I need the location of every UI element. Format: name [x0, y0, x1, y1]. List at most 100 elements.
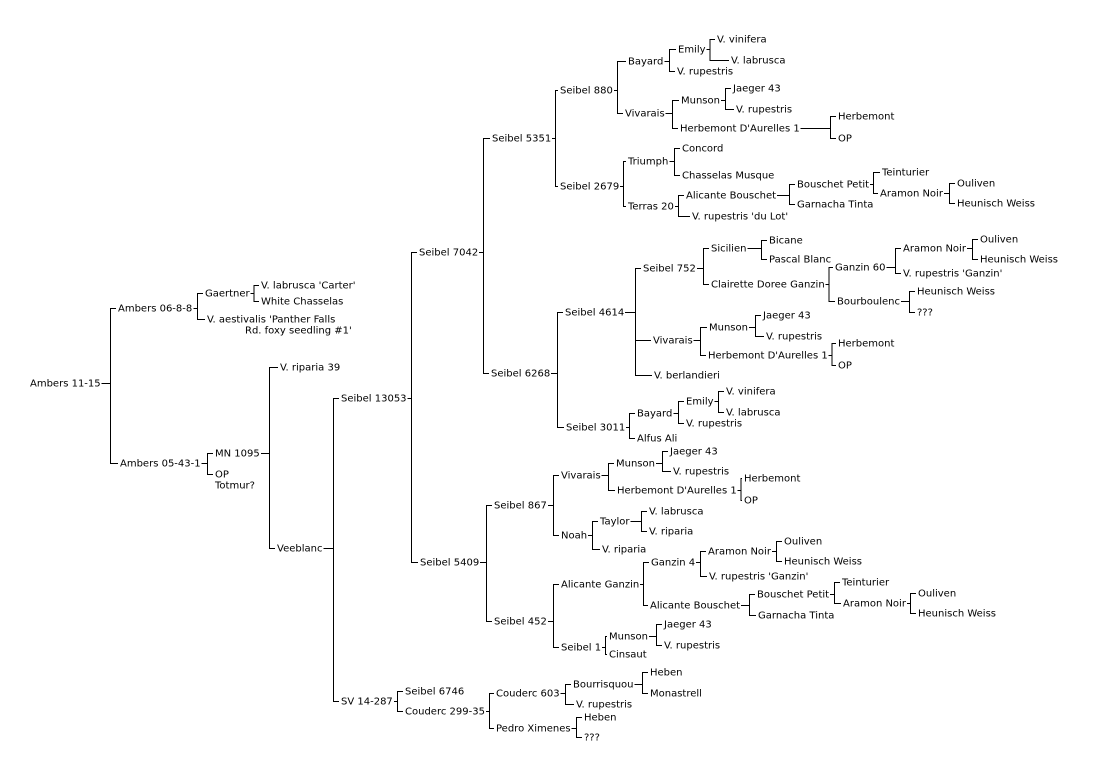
node-label-munson: Munson	[681, 96, 720, 107]
node-label-v-aestivalis-panther-falls: V. aestivalis 'Panther Falls	[207, 315, 335, 326]
node-label-v-riparia: V. riparia	[649, 527, 693, 538]
node-label-bicane: Bicane	[769, 236, 803, 247]
node-label-bayard: Bayard	[637, 409, 672, 420]
node-label-chasselas-musque: Chasselas Musque	[682, 171, 774, 182]
node-label-veeblanc: Veeblanc	[277, 544, 322, 555]
node-label-v-labrusca-carter: V. labrusca 'Carter'	[261, 281, 356, 292]
node-label-jaeger-43: Jaeger 43	[762, 311, 811, 322]
node-label-v-rupestris: V. rupestris	[736, 105, 792, 116]
node-label-herbemont-d-aurelles-1: Herbemont D'Aurelles 1	[617, 486, 737, 497]
node-label-garnacha-tinta: Garnacha Tinta	[797, 200, 873, 211]
node-label-noah: Noah	[561, 531, 587, 542]
node-label-jaeger-43: Jaeger 43	[663, 620, 712, 631]
node-label-sv-14-287: SV 14-287	[341, 697, 393, 708]
node-label-herbemont: Herbemont	[744, 474, 800, 485]
node-label-v-labrusca: V. labrusca	[726, 408, 780, 419]
node-label-white-chasselas: White Chasselas	[261, 297, 343, 308]
node-label-vivarais: Vivarais	[653, 336, 693, 347]
node-label-v-berlandieri: V. berlandieri	[654, 371, 720, 382]
node-label-unknown: ???	[584, 733, 600, 744]
node-label-triumph: Triumph	[627, 157, 668, 168]
node-label-seibel-6746: Seibel 6746	[405, 687, 464, 698]
node-label-heunisch-weiss: Heunisch Weiss	[917, 287, 995, 298]
node-label-v-rupestris: V. rupestris	[677, 67, 733, 78]
node-label-ouliven: Ouliven	[957, 179, 995, 190]
node-label-seibel-5409: Seibel 5409	[420, 558, 479, 569]
node-label-seibel-2679: Seibel 2679	[560, 182, 619, 193]
node-label-ganzin-60: Ganzin 60	[835, 263, 885, 274]
node-label-v-vinifera: V. vinifera	[717, 35, 767, 46]
node-label-v-rupestris-ganzin: V. rupestris 'Ganzin'	[709, 572, 808, 583]
node-label-teinturier: Teinturier	[881, 168, 930, 179]
node-label-munson: Munson	[609, 632, 648, 643]
node-label-couderc-299-35: Couderc 299-35	[405, 707, 485, 718]
node-label-totmur: Totmur?	[214, 481, 255, 492]
node-label-ganzin-4: Ganzin 4	[651, 558, 695, 569]
node-label-v-rupestris-ganzin: V. rupestris 'Ganzin'	[903, 269, 1002, 280]
node-label-pascal-blanc: Pascal Blanc	[769, 255, 831, 266]
node-label-concord: Concord	[682, 144, 723, 155]
node-label-couderc-603: Couderc 603	[496, 689, 560, 700]
node-label-v-riparia-39: V. riparia 39	[280, 363, 340, 374]
node-label-v-labrusca: V. labrusca	[731, 56, 785, 67]
node-label-monastrell: Monastrell	[650, 689, 702, 700]
node-label-herbemont: Herbemont	[838, 112, 894, 123]
node-label-v-rupestris: V. rupestris	[576, 700, 632, 711]
node-label-unknown: ???	[917, 308, 933, 319]
node-label-v-rupestris: V. rupestris	[766, 332, 822, 343]
node-label-bayard: Bayard	[628, 57, 663, 68]
node-label-seibel-6268: Seibel 6268	[491, 369, 550, 380]
node-label-v-rupestris-du-lot: V. rupestris 'du Lot'	[692, 212, 788, 223]
node-label-heunisch-weiss: Heunisch Weiss	[784, 557, 862, 568]
node-label-cinsaut: Cinsaut	[609, 650, 647, 661]
node-label-aramon-noir: Aramon Noir	[708, 547, 772, 558]
node-label-terras-20: Terras 20	[627, 202, 674, 213]
node-label-seibel-752: Seibel 752	[643, 264, 696, 275]
node-label-heben: Heben	[584, 713, 617, 724]
node-label-heunisch-weiss: Heunisch Weiss	[980, 255, 1058, 266]
node-label-seibel-7042: Seibel 7042	[419, 248, 478, 259]
node-label-v-labrusca: V. labrusca	[649, 507, 703, 518]
node-label-herbemont-d-aurelles-1: Herbemont D'Aurelles 1	[680, 124, 800, 135]
node-label-taylor: Taylor	[599, 517, 630, 528]
node-label-garnacha-tinta: Garnacha Tinta	[758, 611, 834, 622]
node-label-bourboulenc: Bourboulenc	[837, 297, 900, 308]
node-label-ambers-06-8-8: Ambers 06-8-8	[118, 304, 192, 315]
node-label-seibel-880: Seibel 880	[560, 86, 613, 97]
node-label-v-riparia: V. riparia	[602, 545, 646, 556]
node-label-v-vinifera: V. vinifera	[726, 387, 776, 398]
node-label-ouliven: Ouliven	[918, 589, 956, 600]
node-label-v-rupestris: V. rupestris	[686, 419, 742, 430]
node-label-heunisch-weiss: Heunisch Weiss	[957, 199, 1035, 210]
node-label-alicante-bouschet: Alicante Bouschet	[650, 601, 740, 612]
node-label-gaertner: Gaertner	[205, 289, 251, 300]
node-label-seibel-5351: Seibel 5351	[492, 134, 551, 145]
node-label-alicante-bouschet: Alicante Bouschet	[686, 191, 776, 202]
node-label-heben: Heben	[650, 668, 683, 679]
node-label-teinturier: Teinturier	[841, 578, 890, 589]
node-label-op: OP	[838, 134, 852, 145]
node-label-ambers-05-43-1: Ambers 05-43-1	[120, 459, 201, 470]
node-label-op: OP	[744, 496, 758, 507]
node-label-rd-foxy-seedling-1: Rd. foxy seedling #1'	[245, 326, 352, 337]
node-label-munson: Munson	[616, 459, 655, 470]
node-label-sicilien: Sicilien	[711, 244, 746, 255]
node-label-vivarais: Vivarais	[561, 471, 601, 482]
node-label-aramon-noir: Aramon Noir	[880, 189, 944, 200]
node-label-pedro-ximenes: Pedro Ximenes	[496, 724, 571, 735]
node-label-op: OP	[215, 470, 229, 481]
node-label-herbemont: Herbemont	[838, 339, 894, 350]
node-label-aramon-noir: Aramon Noir	[903, 244, 967, 255]
node-label-seibel-3011: Seibel 3011	[566, 423, 625, 434]
node-label-seibel-4614: Seibel 4614	[565, 308, 624, 319]
node-label-clairette-doree-ganzin: Clairette Doree Ganzin	[711, 280, 825, 291]
node-label-ambers-11-15: Ambers 11-15	[30, 379, 101, 390]
node-label-jaeger-43: Jaeger 43	[732, 84, 781, 95]
node-label-seibel-452: Seibel 452	[494, 617, 547, 628]
node-label-emily: Emily	[678, 45, 706, 56]
node-label-aramon-noir: Aramon Noir	[843, 599, 907, 610]
node-label-mn-1095: MN 1095	[215, 449, 260, 460]
node-label-bouschet-petit: Bouschet Petit	[757, 590, 829, 601]
node-label-bourrisquou: Bourrisquou	[573, 680, 634, 691]
